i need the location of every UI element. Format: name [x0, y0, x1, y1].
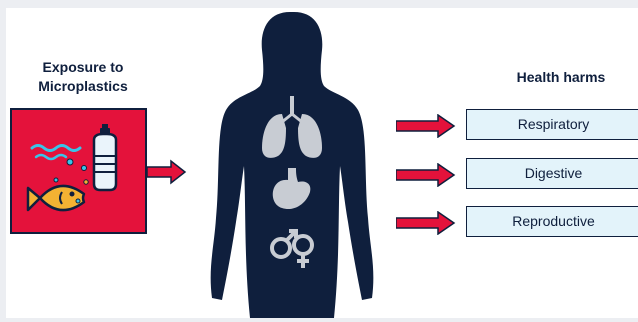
human-body-silhouette [202, 8, 382, 318]
outcome-respiratory: Respiratory [466, 109, 638, 140]
outcome-digestive: Digestive [466, 158, 638, 189]
microplastics-panel [10, 108, 147, 234]
health-harms-title: Health harms [506, 68, 616, 87]
outcome-reproductive: Reproductive [466, 206, 638, 237]
digestive-arrow [396, 163, 456, 187]
exposure-arrow [147, 159, 187, 185]
exposure-title: Exposure to Microplastics [28, 58, 138, 96]
fish-bottle-microplastics-icon [12, 110, 145, 232]
diagram-canvas: Exposure to Microplastics [6, 8, 638, 318]
respiratory-arrow [396, 114, 456, 138]
reproductive-arrow [396, 211, 456, 235]
